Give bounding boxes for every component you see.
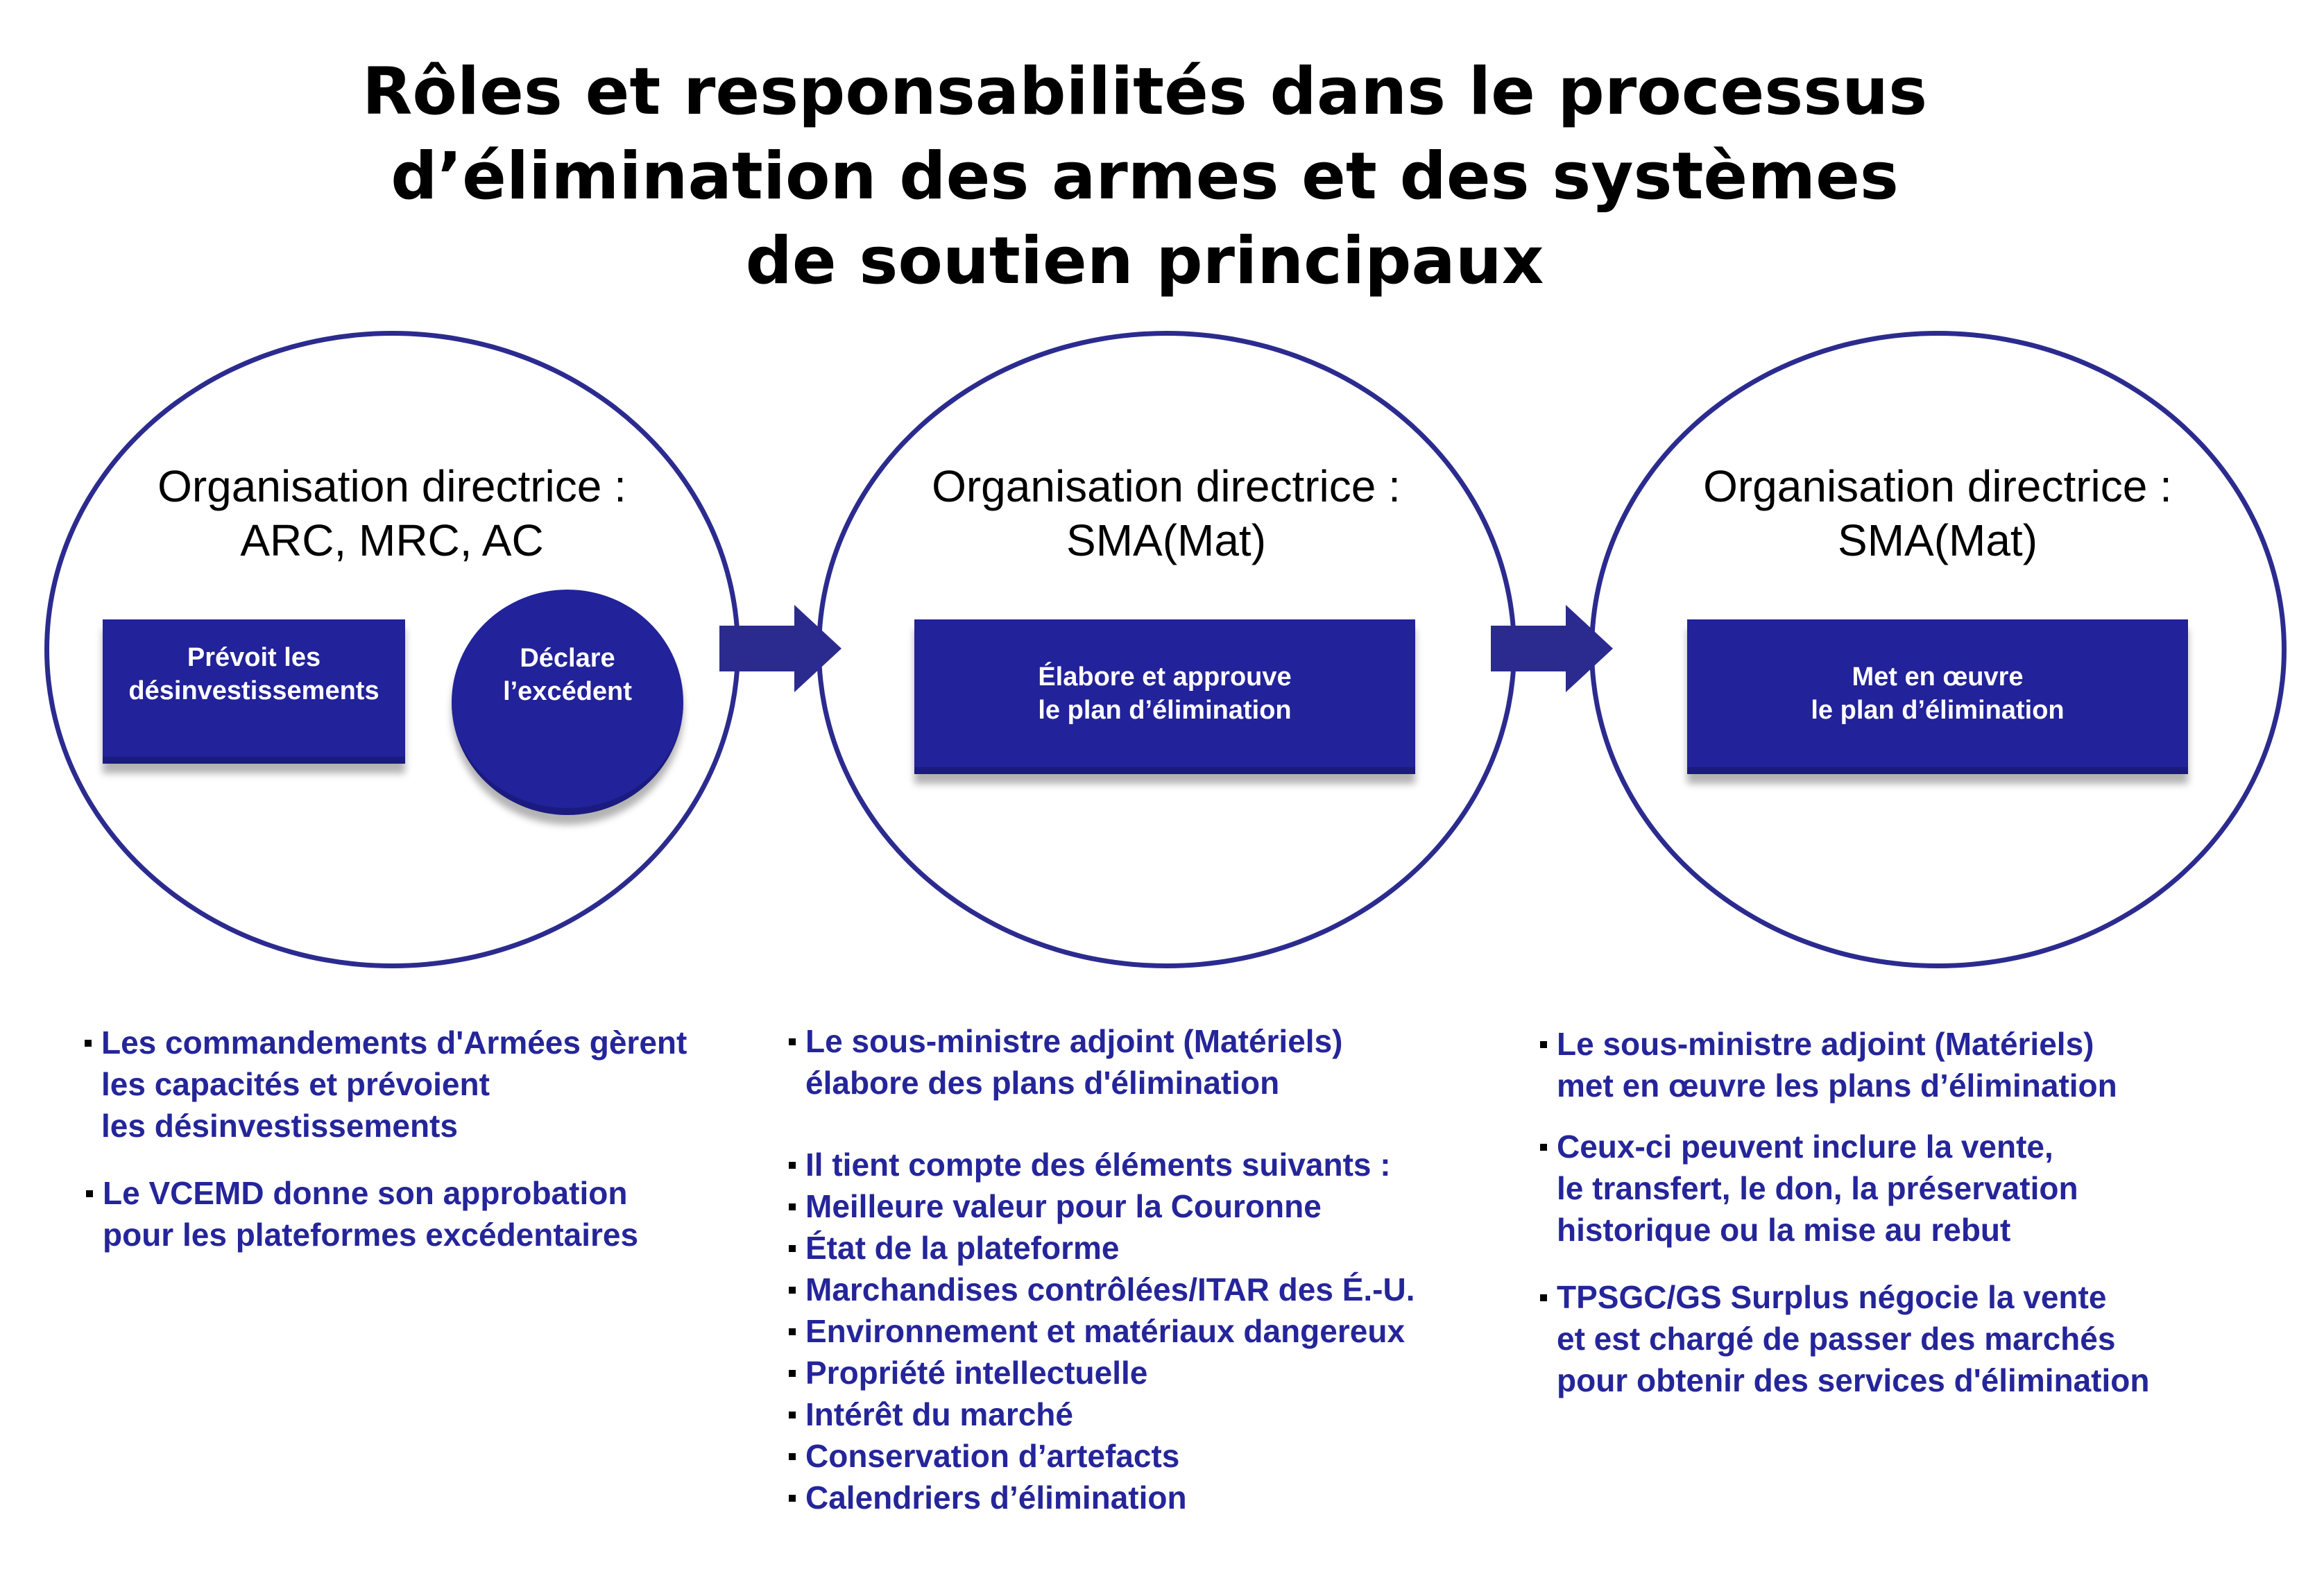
item-line: Les commandements d'Armées gèrent [101, 1024, 687, 1061]
item-line: Marchandises contrôlées/ITAR des É.-U. [805, 1271, 1415, 1308]
bullet-icon [85, 1040, 92, 1047]
list-item: Calendriers d’élimination [789, 1477, 1187, 1518]
heading-line: SMA(Mat) [1066, 515, 1266, 565]
list-item: TPSGC/GS Surplus négocie la vente et est… [1540, 1276, 2150, 1401]
heading-line: Organisation directrice : [932, 461, 1401, 511]
bullet-icon [789, 1287, 796, 1294]
arrow-right-icon [1491, 605, 1613, 692]
item-line: les désinvestissements [101, 1108, 458, 1144]
item-line: Meilleure valeur pour la Couronne [805, 1188, 1322, 1224]
bullet-icon [789, 1245, 796, 1252]
box-text: le plan d’élimination [1038, 695, 1292, 725]
list-item: Le VCEMD donne son approbation pour les … [86, 1172, 639, 1255]
heading-line: SMA(Mat) [1838, 515, 2037, 565]
list-item: Les commandements d'Armées gèrent les ca… [85, 1022, 687, 1147]
item-line: Le VCEMD donne son approbation [103, 1175, 628, 1211]
item-line: Environnement et matériaux dangereux [805, 1313, 1405, 1349]
box-text: Élabore et approuve [1038, 662, 1292, 692]
list-item: Ceux-ci peuvent inclure la vente, le tra… [1540, 1126, 2078, 1251]
bullet-icon [1540, 1294, 1547, 1301]
item-line: Propriété intellectuelle [805, 1355, 1148, 1391]
box-text: désinvestissements [128, 676, 379, 705]
stage-3-heading: Organisation directrice : SMA(Mat) [1591, 459, 2284, 567]
item-line: et est chargé de passer des marchés [1557, 1321, 2116, 1357]
list-item: Propriété intellectuelle [789, 1352, 1148, 1394]
arrow-right-icon [719, 605, 841, 692]
list-item: Le sous-ministre adjoint (Matériels) met… [1540, 1023, 2117, 1106]
bullet-icon [789, 1162, 796, 1169]
stage-1-heading: Organisation directrice : ARC, MRC, AC [45, 459, 739, 567]
bullet-icon [1540, 1144, 1547, 1151]
implement-plan-box: Met en œuvre le plan d’élimination [1687, 619, 2188, 774]
title-line: Rôles et responsabilités dans le process… [361, 54, 1928, 130]
develop-plan-box: Élabore et approuve le plan d’éliminatio… [914, 619, 1415, 774]
title-line: de soutien principaux [745, 223, 1544, 299]
bullet-icon [789, 1453, 796, 1460]
item-line: le transfert, le don, la préservation [1557, 1170, 2078, 1206]
heading-line: Organisation directrice : [1703, 461, 2172, 511]
bullet-icon [789, 1495, 796, 1502]
bullet-icon [789, 1328, 796, 1335]
heading-line: Organisation directrice : [157, 461, 626, 511]
item-line: Le sous-ministre adjoint (Matériels) [805, 1023, 1343, 1059]
bullet-icon [1540, 1041, 1547, 1048]
title-line: d’élimination des armes et des systèmes [391, 139, 1899, 214]
diagram-title: Rôles et responsabilités dans le process… [0, 54, 2289, 308]
declares-surplus-circle: Déclare l’excédent [452, 590, 683, 815]
list-item: Intérêt du marché [789, 1394, 1073, 1435]
item-line: pour obtenir des services d'élimination [1557, 1362, 2150, 1398]
item-line: Intérêt du marché [805, 1396, 1073, 1432]
plans-divestment-box: Prévoit les désinvestissements [103, 619, 405, 764]
list-item: Meilleure valeur pour la Couronne [789, 1185, 1322, 1227]
item-line: Il tient compte des éléments suivants : [805, 1147, 1391, 1183]
list-item: Conservation d’artefacts [789, 1435, 1180, 1477]
item-line: Conservation d’artefacts [805, 1438, 1180, 1474]
list-item: Environnement et matériaux dangereux [789, 1310, 1405, 1352]
box-text: Déclare [520, 643, 615, 673]
bullet-icon [789, 1412, 796, 1418]
heading-line: ARC, MRC, AC [240, 515, 544, 565]
item-line: Calendriers d’élimination [805, 1480, 1187, 1516]
item-line: les capacités et prévoient [101, 1066, 490, 1102]
box-text: Met en œuvre [1852, 662, 2024, 692]
box-text: le plan d’élimination [1811, 695, 2065, 725]
item-line: État de la plateforme [805, 1230, 1120, 1266]
bullet-icon [789, 1370, 796, 1377]
item-line: pour les plateformes excédentaires [103, 1217, 639, 1253]
stage-2-heading: Organisation directrice : SMA(Mat) [819, 459, 1513, 567]
bullet-icon [86, 1190, 93, 1197]
bullet-icon [789, 1038, 796, 1045]
list-item: État de la plateforme [789, 1227, 1120, 1269]
list-item: Marchandises contrôlées/ITAR des É.-U. [789, 1269, 1415, 1310]
item-line: historique ou la mise au rebut [1557, 1212, 2011, 1248]
item-line: met en œuvre les plans d’élimination [1557, 1068, 2117, 1104]
box-text: Prévoit les [187, 643, 321, 672]
box-text: l’excédent [503, 676, 632, 706]
item-line: Le sous-ministre adjoint (Matériels) [1557, 1026, 2094, 1062]
bullet-icon [789, 1203, 796, 1210]
list-item: Il tient compte des éléments suivants : [789, 1144, 1391, 1185]
item-line: élabore des plans d'élimination [805, 1065, 1280, 1101]
list-item: Le sous-ministre adjoint (Matériels) éla… [789, 1020, 1343, 1104]
item-line: Ceux-ci peuvent inclure la vente, [1557, 1129, 2053, 1165]
item-line: TPSGC/GS Surplus négocie la vente [1557, 1279, 2107, 1315]
